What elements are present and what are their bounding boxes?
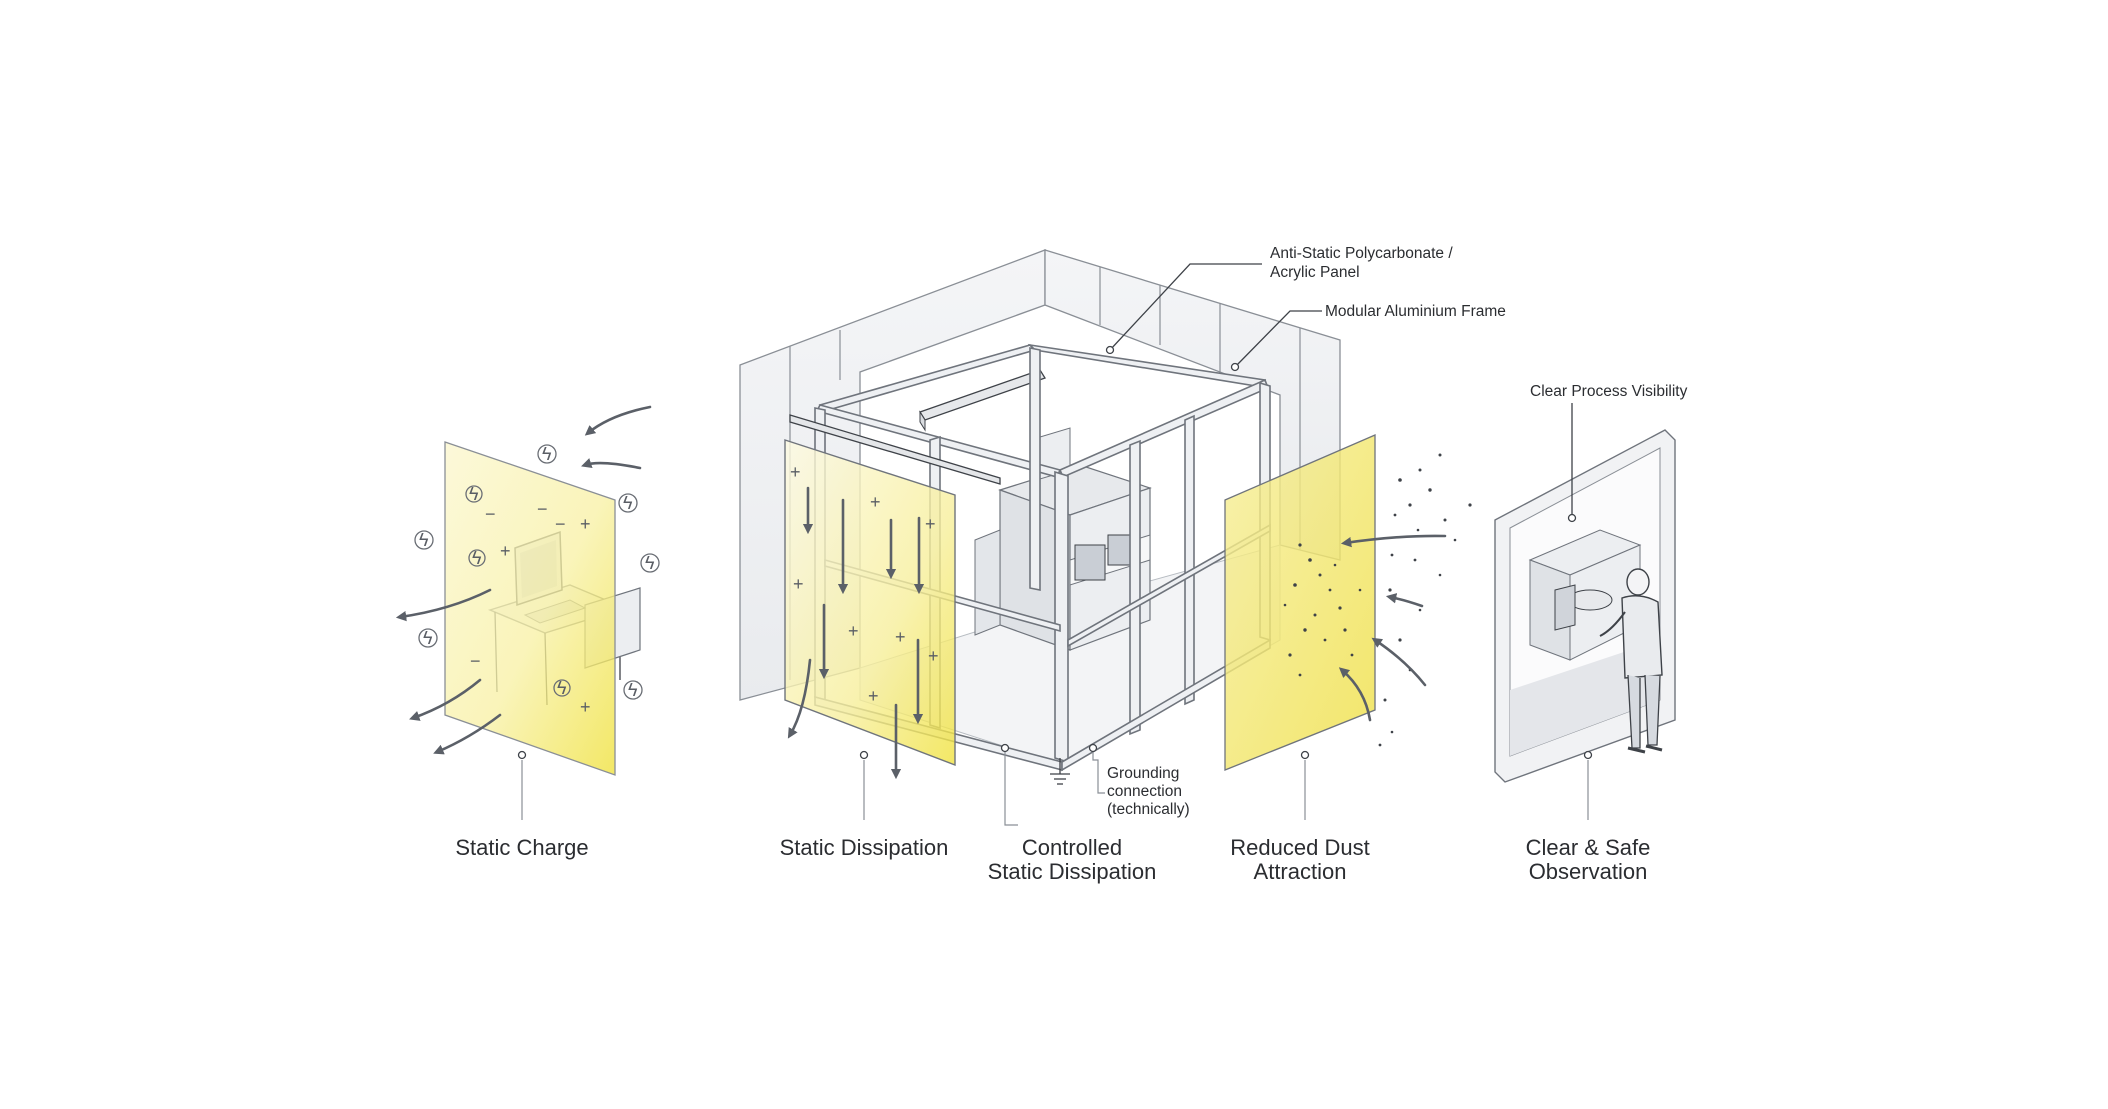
svg-text:−: − <box>555 514 566 534</box>
panel-callout: Anti-Static Polycarbonate / <box>1270 245 1453 262</box>
lightning-bolt-circle-icon: ϟ <box>418 628 438 648</box>
svg-text:ϟ: ϟ <box>419 530 429 550</box>
ground-symbol-icon <box>1050 758 1070 785</box>
caption-static-dissipation: Static Dissipation <box>780 835 949 860</box>
svg-text:+: + <box>790 462 801 482</box>
panel-callout-line2: Acrylic Panel <box>1270 264 1360 281</box>
svg-text:+: + <box>848 621 859 641</box>
charge-flow-arrows <box>395 405 652 755</box>
charge-icons: ϟ ϟ ϟ ϟ ϟ ϟ ϟ ϟ ϟ − − − + + − + <box>414 444 660 717</box>
caption-observation-line2: Observation <box>1529 859 1648 884</box>
svg-text:+: + <box>928 646 939 666</box>
lightning-bolt-circle-icon: ϟ <box>618 493 638 513</box>
cleanroom-enclosure: + + + + + + + + <box>739 249 1472 826</box>
svg-text:ϟ: ϟ <box>469 484 479 504</box>
caption-observation-line1: Clear & Safe <box>1526 835 1651 860</box>
svg-text:+: + <box>580 514 591 534</box>
lightning-bolt-circle-icon: ϟ <box>414 530 434 550</box>
lightning-bolt-circle-icon: ϟ <box>553 678 571 698</box>
svg-text:ϟ: ϟ <box>423 628 433 648</box>
dust-arrows <box>1338 534 1447 722</box>
svg-text:ϟ: ϟ <box>645 553 655 573</box>
frame-callout: Modular Aluminium Frame <box>1325 303 1506 320</box>
static-dissipation-panel <box>784 439 956 767</box>
svg-text:−: − <box>485 504 496 524</box>
svg-text:−: − <box>470 651 481 671</box>
lightning-bolt-circle-icon: ϟ <box>640 553 660 573</box>
dust-panel <box>1224 434 1376 771</box>
lightning-bolt-circle-icon: ϟ <box>468 548 486 568</box>
dust-particles <box>1283 453 1472 747</box>
visibility-callout: Clear Process Visibility <box>1530 383 1688 400</box>
caption-dust-line1: Reduced Dust <box>1230 835 1369 860</box>
svg-text:−: − <box>537 499 548 519</box>
operator-person <box>1599 568 1663 754</box>
svg-text:ϟ: ϟ <box>472 548 482 568</box>
callout-labels: Anti-Static Polycarbonate / Acrylic Pane… <box>1107 245 1688 818</box>
svg-text:ϟ: ϟ <box>628 680 638 700</box>
lightning-bolt-circle-icon: ϟ <box>623 680 643 700</box>
svg-text:ϟ: ϟ <box>557 678 567 698</box>
svg-text:+: + <box>870 492 881 512</box>
dissipation-arrows: + + + + + + + + <box>787 462 939 780</box>
svg-text:ϟ: ϟ <box>542 444 552 464</box>
caption-controlled-line1: Controlled <box>1022 835 1122 860</box>
captions: Static Charge Static Dissipation Control… <box>455 835 1650 884</box>
svg-text:+: + <box>868 686 879 706</box>
lightning-bolt-circle-icon: ϟ <box>537 444 557 464</box>
callout-leaders <box>859 263 1322 826</box>
caption-controlled-line2: Static Dissipation <box>988 859 1157 884</box>
grounding-callout-line1: Grounding <box>1107 765 1179 782</box>
static-charge-illustration: ϟ ϟ ϟ ϟ ϟ ϟ ϟ ϟ ϟ − − − + + − + <box>395 405 660 820</box>
observation-illustration <box>1494 403 1676 820</box>
svg-text:ϟ: ϟ <box>623 493 633 513</box>
svg-text:+: + <box>793 574 804 594</box>
grounding-callout-line2: connection <box>1107 783 1182 800</box>
svg-text:+: + <box>895 627 906 647</box>
svg-text:+: + <box>500 541 511 561</box>
lightning-bolt-circle-icon: ϟ <box>465 484 483 504</box>
caption-dust-line2: Attraction <box>1254 859 1347 884</box>
caption-static-charge: Static Charge <box>455 835 588 860</box>
static-charge-panel <box>444 441 616 776</box>
grounding-callout-line3: (technically) <box>1107 801 1190 818</box>
svg-text:+: + <box>580 697 591 717</box>
svg-text:+: + <box>925 514 936 534</box>
